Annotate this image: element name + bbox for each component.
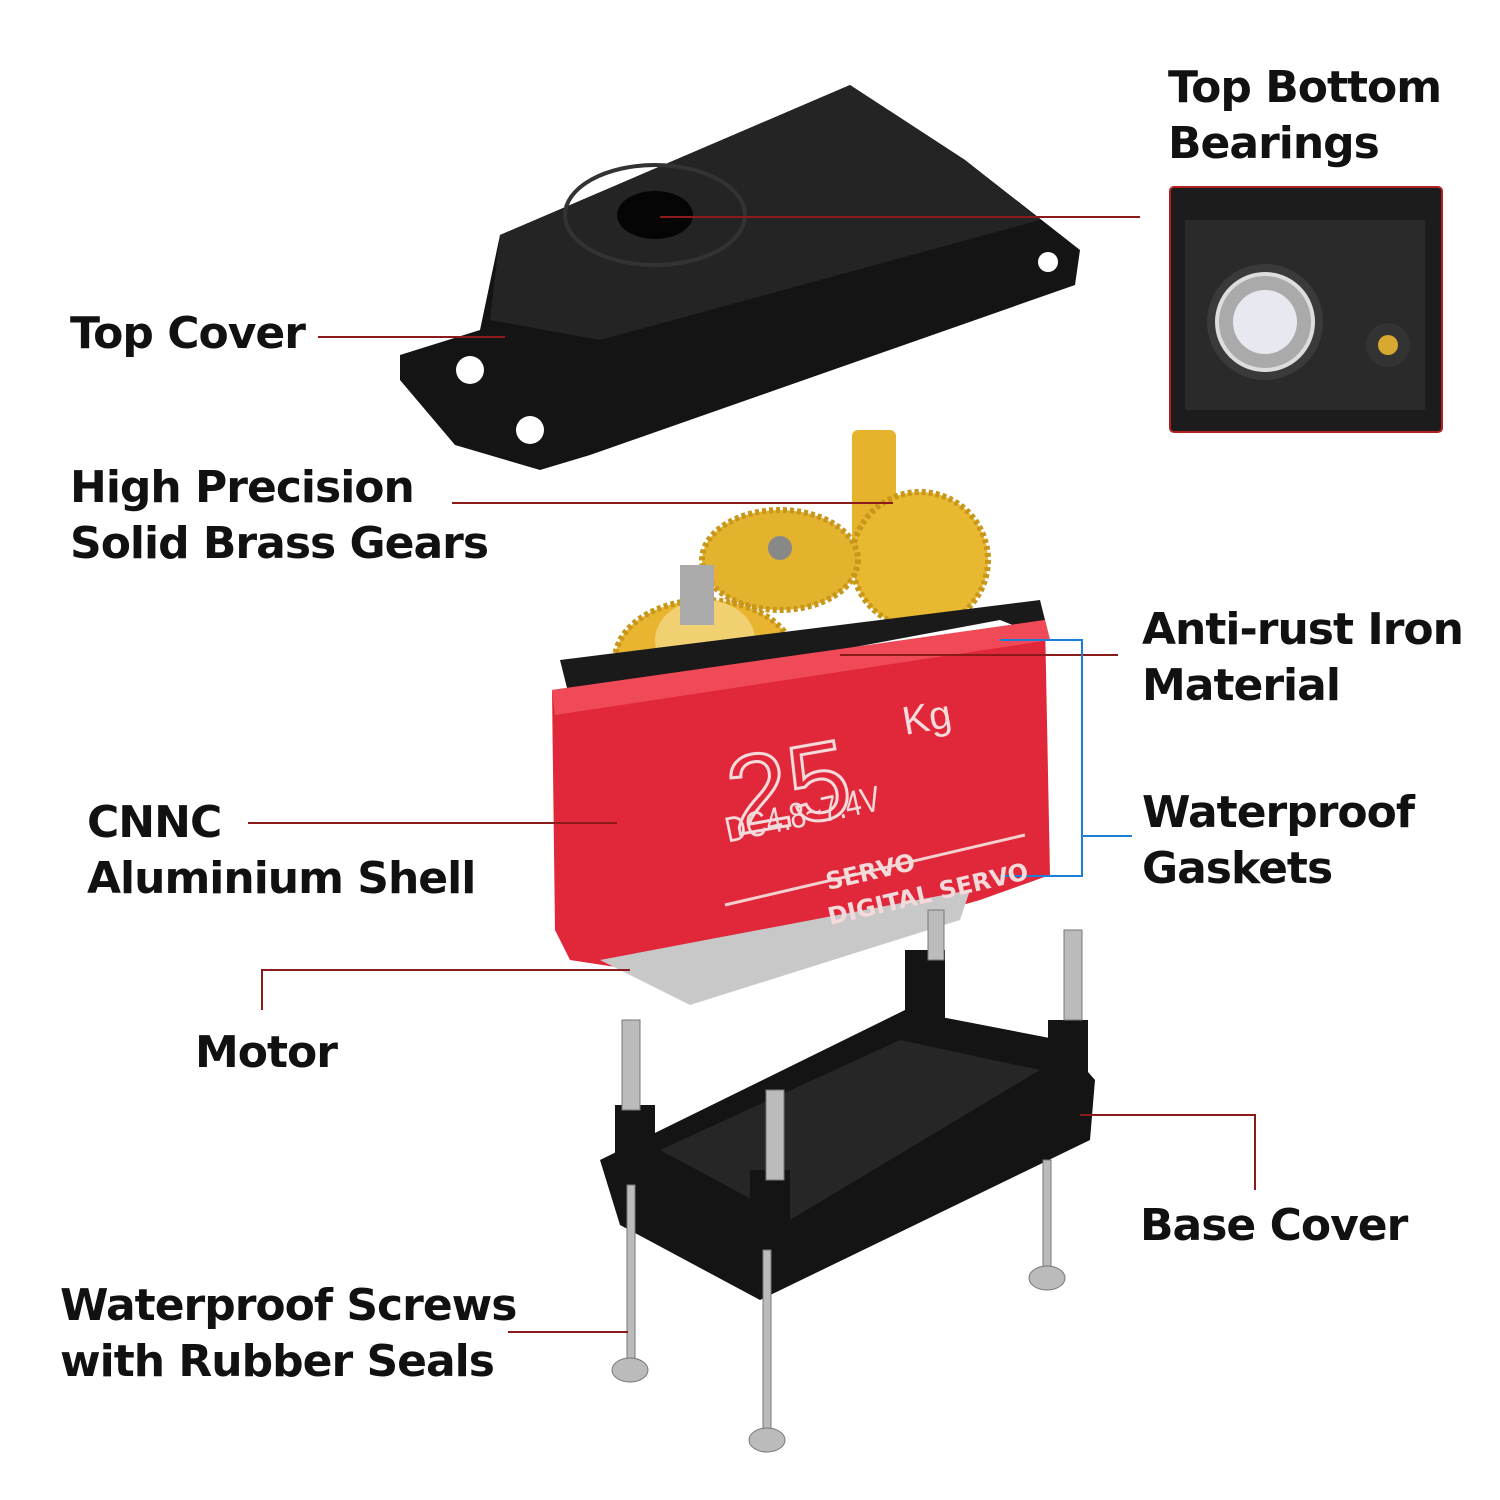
- label-line: Anti-rust Iron: [1142, 604, 1464, 655]
- top-cover-illustration: [400, 85, 1080, 470]
- label-base-cover: Base Cover: [1140, 1200, 1408, 1251]
- label-aluminium-shell: CNNC Aluminium Shell: [87, 795, 476, 907]
- label-anti-rust-iron: Anti-rust Iron Material: [1142, 602, 1464, 714]
- label-line: Waterproof: [1142, 787, 1415, 838]
- label-line: Gaskets: [1142, 843, 1333, 894]
- servo-torque-print: 25: [718, 716, 860, 858]
- label-top-bottom-bearings: Top Bottom Bearings: [1168, 60, 1442, 172]
- bearing-inset-photo: [1169, 186, 1443, 433]
- leader-lines: [248, 216, 1256, 1333]
- label-line: Solid Brass Gears: [70, 518, 489, 569]
- label-line: Bearings: [1168, 118, 1380, 169]
- label-line: High Precision: [70, 462, 415, 513]
- screws-illustration: [611, 909, 1083, 1453]
- label-line: Waterproof Screws: [60, 1280, 517, 1331]
- label-line: Top Bottom: [1168, 62, 1442, 113]
- servo-unit-print: Kg: [899, 692, 955, 744]
- label-waterproof-gaskets: Waterproof Gaskets: [1142, 785, 1415, 897]
- label-line: Aluminium Shell: [87, 853, 476, 904]
- label-top-cover: Top Cover: [70, 308, 306, 359]
- label-line: Material: [1142, 660, 1341, 711]
- gasket-bracket: [1000, 639, 1132, 877]
- label-line: with Rubber Seals: [60, 1336, 495, 1387]
- label-motor: Motor: [195, 1027, 338, 1078]
- label-brass-gears: High Precision Solid Brass Gears: [70, 460, 489, 572]
- label-waterproof-screws: Waterproof Screws with Rubber Seals: [60, 1278, 517, 1390]
- label-line: CNNC: [87, 797, 222, 848]
- base-cover-illustration: [600, 950, 1095, 1300]
- aluminium-shell-illustration: [552, 600, 1050, 1005]
